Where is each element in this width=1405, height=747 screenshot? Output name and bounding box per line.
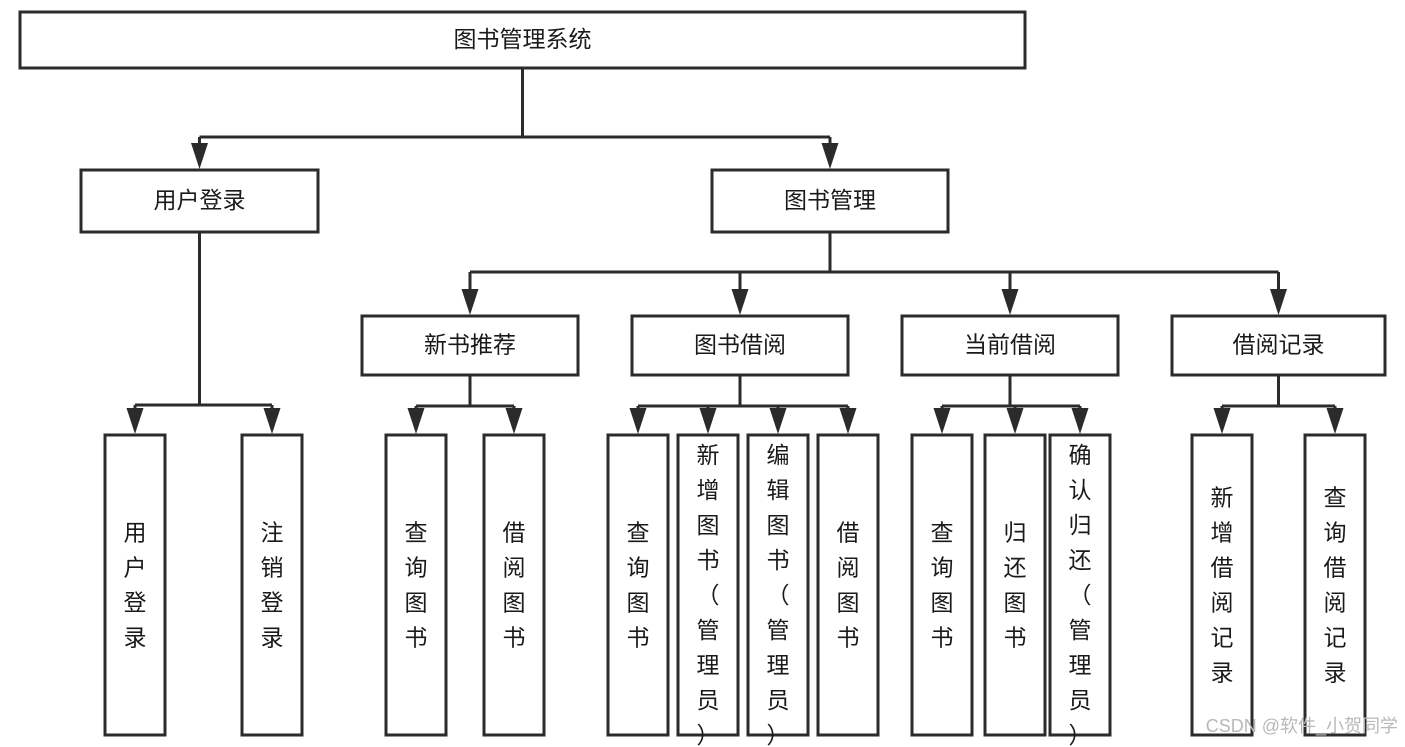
connector-edges-layer [126,68,1344,434]
node-label: 确认归还（管理员） [1069,442,1092,747]
node-leaf-add-borrow-record[interactable]: 新增借阅记录 [1190,433,1254,737]
node-user-login[interactable]: 用户登录 [79,168,320,234]
node-label: 查询图书 [405,520,428,651]
node-box[interactable] [79,168,320,234]
node-label: 用户登录 [124,520,147,651]
node-book-borrow[interactable]: 图书借阅 [630,314,850,377]
arrow-head-icon [1006,408,1024,434]
arrow-head-icon [839,408,857,434]
node-leaf-edit-book[interactable]: 编辑图书（管理员） [746,433,810,747]
node-box[interactable] [983,433,1047,737]
arrow-head-icon [1071,408,1089,434]
node-leaf-user-login[interactable]: 用户登录 [103,433,167,737]
node-box[interactable] [746,433,810,737]
node-box[interactable] [482,433,546,737]
node-box[interactable] [1303,433,1367,737]
arrow-head-icon [461,289,479,315]
arrow-head-icon [407,408,425,434]
arrow-head-icon [1326,408,1344,434]
node-leaf-query-borrow-record[interactable]: 查询借阅记录 [1303,433,1367,737]
arrow-head-icon [1001,289,1019,315]
watermark-label: CSDN @软件_小贺同学 [1206,716,1398,737]
node-box[interactable] [676,433,740,737]
arrow-head-icon [933,408,951,434]
arrow-head-icon [769,408,787,434]
node-label: 图书借阅 [694,332,786,358]
node-box[interactable] [384,433,448,737]
node-label: 编辑图书（管理员） [767,442,790,747]
node-box[interactable] [18,10,1027,70]
node-label: 借阅图书 [837,520,860,651]
node-label: 新书推荐 [424,332,516,358]
arrow-head-icon [1270,289,1287,315]
node-box[interactable] [630,314,850,377]
node-leaf-borrow-book-recommend[interactable]: 借阅图书 [482,433,546,737]
node-leaf-user-logout[interactable]: 注销登录 [240,433,304,737]
node-box[interactable] [1048,433,1112,737]
node-leaf-query-book-borrow[interactable]: 查询图书 [606,433,670,737]
arrow-head-icon [263,408,281,434]
node-leaf-return-book[interactable]: 归还图书 [983,433,1047,737]
arrow-head-icon [126,408,144,434]
node-label: 图书管理 [784,187,876,213]
node-leaf-borrow-book[interactable]: 借阅图书 [816,433,880,737]
node-box[interactable] [1190,433,1254,737]
node-box[interactable] [900,314,1120,377]
node-leaf-confirm-return[interactable]: 确认归还（管理员） [1048,433,1112,747]
node-label: 查询图书 [931,520,954,651]
node-box[interactable] [103,433,167,737]
node-label: 用户登录 [154,187,246,213]
watermark-layer: CSDN @软件_小贺同学 [1206,716,1398,737]
arrow-head-icon [699,408,717,434]
arrow-head-icon [629,408,647,434]
node-label: 借阅记录 [1233,332,1325,358]
arrow-head-icon [505,408,523,434]
node-boxes-layer: 图书管理系统用户登录图书管理新书推荐图书借阅当前借阅借阅记录用户登录注销登录查询… [18,10,1387,747]
node-label: 图书管理系统 [454,26,592,52]
node-current-borrow[interactable]: 当前借阅 [900,314,1120,377]
node-label: 借阅图书 [503,520,526,651]
arrow-head-icon [821,143,839,169]
node-leaf-query-book-recommend[interactable]: 查询图书 [384,433,448,737]
node-box[interactable] [910,433,974,737]
node-label: 新增图书（管理员） [697,442,720,747]
node-root[interactable]: 图书管理系统 [18,10,1027,70]
node-box[interactable] [1170,314,1387,377]
node-new-book-recommend[interactable]: 新书推荐 [360,314,580,377]
node-book-manage[interactable]: 图书管理 [710,168,950,234]
node-box[interactable] [710,168,950,234]
arrow-head-icon [1213,408,1231,434]
node-leaf-add-book[interactable]: 新增图书（管理员） [676,433,740,747]
arrow-head-icon [731,289,749,315]
node-label: 查询图书 [627,520,650,651]
node-box[interactable] [606,433,670,737]
node-borrow-record[interactable]: 借阅记录 [1170,314,1387,377]
node-label: 查询借阅记录 [1324,485,1347,686]
arrow-head-icon [191,143,208,169]
node-label: 当前借阅 [964,332,1056,358]
node-box[interactable] [360,314,580,377]
node-box[interactable] [240,433,304,737]
node-label: 新增借阅记录 [1211,485,1234,686]
node-box[interactable] [816,433,880,737]
node-leaf-query-book-current[interactable]: 查询图书 [910,433,974,737]
node-label: 注销登录 [261,520,284,651]
node-label: 归还图书 [1004,520,1027,651]
